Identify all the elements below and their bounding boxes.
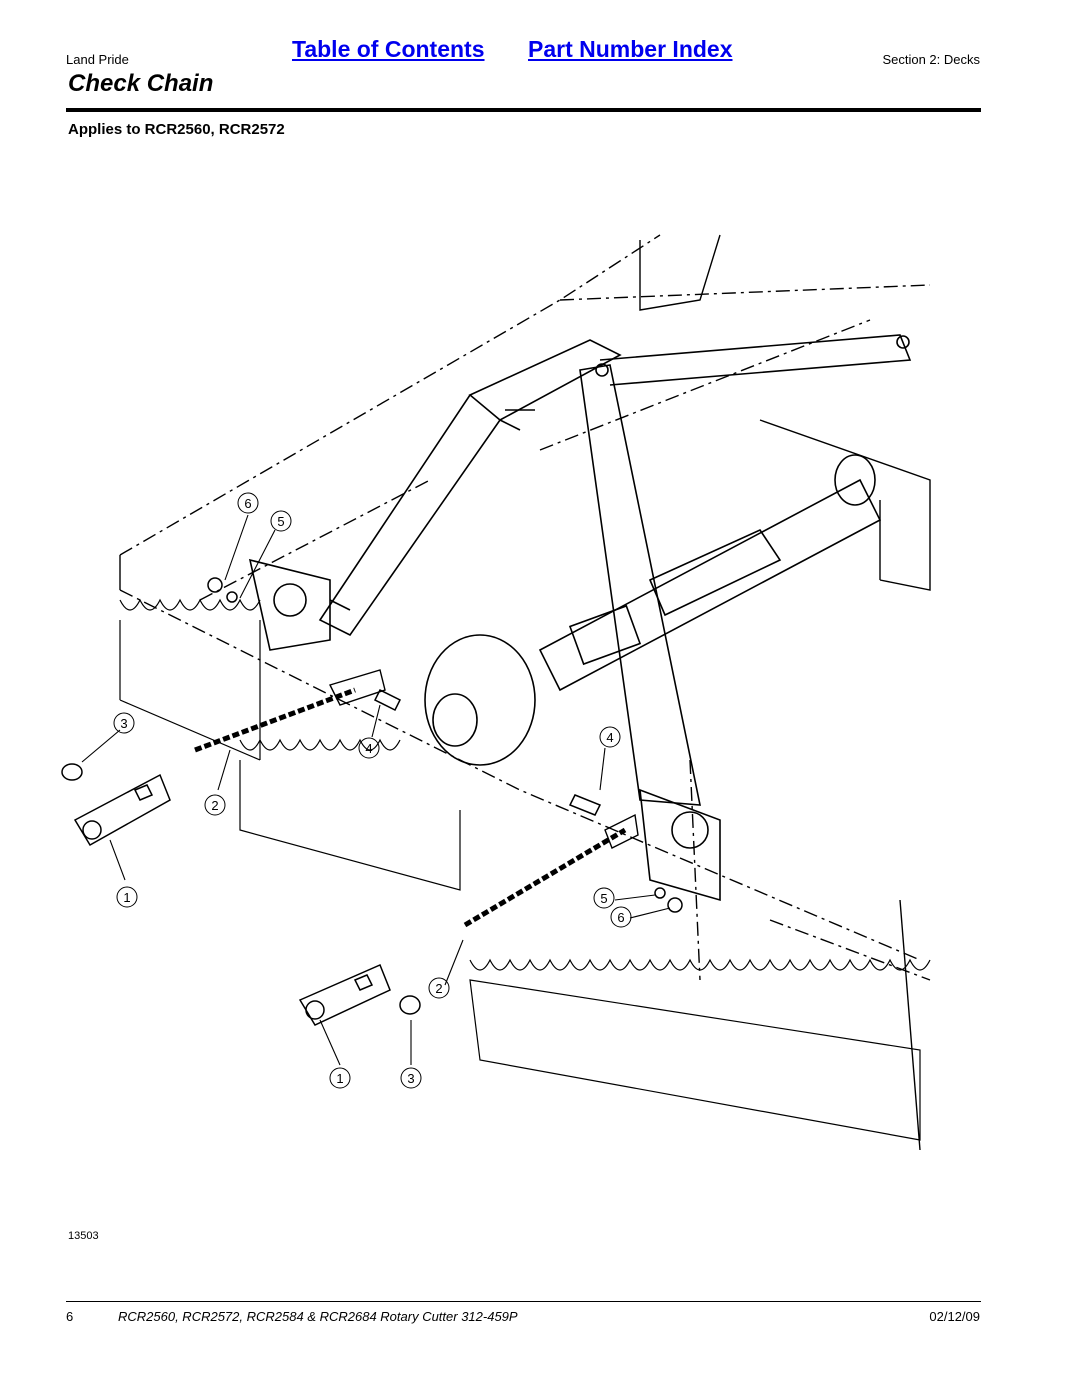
callout-6-upper: 6: [237, 492, 259, 514]
loose-parts: [61, 577, 683, 1026]
deck-outline: [119, 234, 931, 1151]
callout-4-upper: 4: [358, 737, 380, 759]
svg-text:6: 6: [617, 910, 624, 925]
callout-4-right: 4: [599, 726, 621, 748]
svg-text:4: 4: [365, 741, 372, 756]
driveline: [424, 454, 882, 766]
callout-3-left: 3: [113, 712, 135, 734]
callout-1-lower: 1: [329, 1067, 351, 1089]
page-title: Check Chain: [68, 70, 214, 97]
check-chain-lower: [463, 813, 639, 928]
callout-labels: 6 5 3 2 1 4 4 5 6 2 1 3: [113, 492, 632, 1089]
callout-5-upper: 5: [270, 510, 292, 532]
figure-number: 13503: [68, 1230, 99, 1242]
svg-text:2: 2: [211, 798, 218, 813]
section-label: Section 2: Decks: [882, 52, 980, 67]
svg-text:6: 6: [244, 496, 251, 511]
svg-text:4: 4: [606, 730, 613, 745]
a-frame-hitch: [318, 334, 912, 806]
page-number: 6: [66, 1309, 74, 1324]
header-rule: [66, 108, 981, 112]
svg-text:2: 2: [435, 981, 442, 996]
svg-text:5: 5: [600, 891, 607, 906]
leader-arrows: [81, 514, 671, 1066]
part-number-index-link[interactable]: Part Number Index: [528, 36, 733, 62]
chain-guard-right: [469, 958, 931, 1141]
callout-6-lower: 6: [610, 906, 632, 928]
footer-rule: [66, 1301, 981, 1302]
svg-text:1: 1: [123, 890, 130, 905]
chain-guard-left: [119, 598, 461, 891]
callout-3-lower: 3: [400, 1067, 422, 1089]
applies-to-heading: Applies to RCR2560, RCR2572: [68, 121, 285, 138]
document-title: RCR2560, RCR2572, RCR2584 & RCR2684 Rota…: [118, 1309, 518, 1324]
svg-text:5: 5: [277, 514, 284, 529]
document-date: 02/12/09: [929, 1309, 980, 1324]
svg-text:3: 3: [407, 1071, 414, 1086]
check-chain-upper: [194, 669, 386, 753]
hitch-brackets: [248, 558, 721, 902]
svg-text:1: 1: [336, 1071, 343, 1086]
svg-text:3: 3: [120, 716, 127, 731]
brand-label: Land Pride: [66, 52, 129, 67]
callout-2-left: 2: [204, 794, 226, 816]
callout-1-left: 1: [116, 886, 138, 908]
callout-5-lower: 5: [593, 887, 615, 909]
callout-2-lower: 2: [428, 977, 450, 999]
table-of-contents-link[interactable]: Table of Contents: [292, 36, 485, 62]
